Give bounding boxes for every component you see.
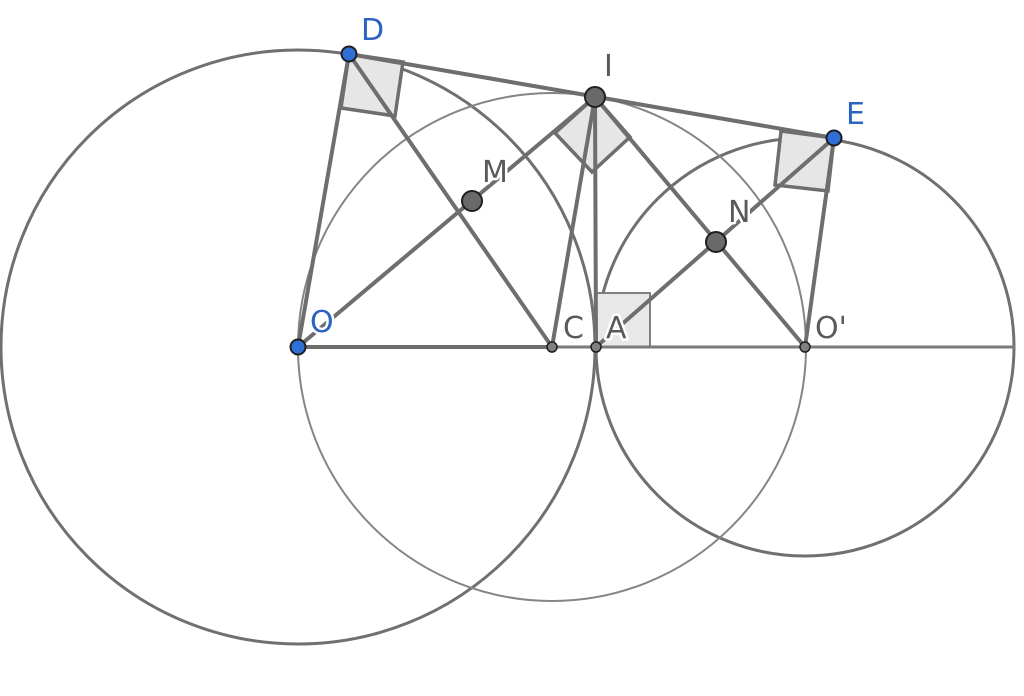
segment-i-o-prime: [593, 95, 807, 349]
label-e: E: [846, 97, 865, 132]
point-n[interactable]: [705, 231, 727, 253]
label-d: D: [361, 13, 384, 48]
label-o: O: [310, 305, 334, 340]
segment-i-a: [593, 95, 598, 349]
segment-e-o-prime: [803, 136, 836, 349]
point-i[interactable]: [584, 86, 606, 108]
label-c: C: [563, 311, 584, 346]
label-m: M: [482, 155, 508, 190]
point-m[interactable]: [461, 190, 483, 212]
segment-o-d: [296, 52, 351, 349]
point-e[interactable]: [825, 129, 843, 147]
segment-o-i: [296, 95, 597, 349]
point-o-prime[interactable]: [799, 341, 811, 353]
point-c[interactable]: [546, 341, 558, 353]
point-d[interactable]: [340, 45, 358, 63]
point-a[interactable]: [590, 341, 602, 353]
label-n: N: [728, 195, 750, 230]
label-o-prime: O': [815, 311, 847, 346]
point-o[interactable]: [289, 338, 307, 356]
segment-i-c: [550, 95, 597, 349]
segment-d-c: [347, 52, 554, 349]
label-i: I: [604, 49, 613, 84]
label-a: A: [606, 311, 627, 346]
